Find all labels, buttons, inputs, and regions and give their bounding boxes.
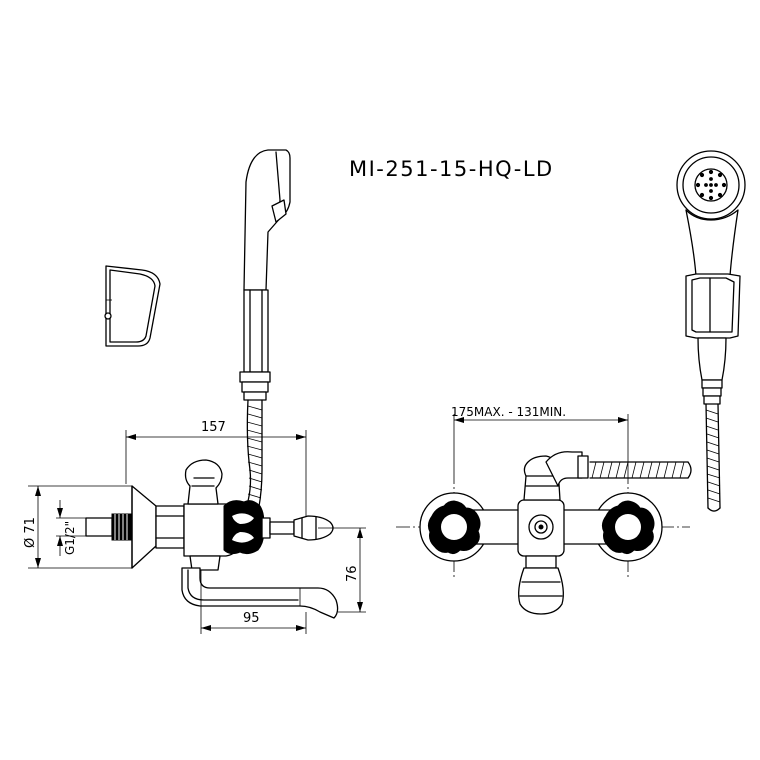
side-view-mixer (85, 459, 339, 619)
dim-spout-reach: 95 (243, 611, 260, 626)
hand-shower-front (676, 150, 746, 512)
dim-spout-height: 76 (345, 565, 360, 582)
front-view-dimensions: 175MAX. - 131MIN. (451, 405, 629, 470)
side-view-hand-shower (239, 149, 291, 513)
dim-centers: 175MAX. - 131MIN. (451, 405, 566, 419)
dim-overall-depth: 157 (201, 420, 226, 435)
front-view-mixer (396, 451, 692, 615)
dim-thread: G1/2" (63, 521, 77, 555)
side-view-dimensions: 157 Ø 71 G1/2" 76 95 (23, 420, 366, 634)
dim-flange-diameter: Ø 71 (23, 517, 38, 548)
model-code: MI-251-15-HQ-LD (349, 157, 554, 181)
wall-holder-bracket (104, 265, 161, 347)
